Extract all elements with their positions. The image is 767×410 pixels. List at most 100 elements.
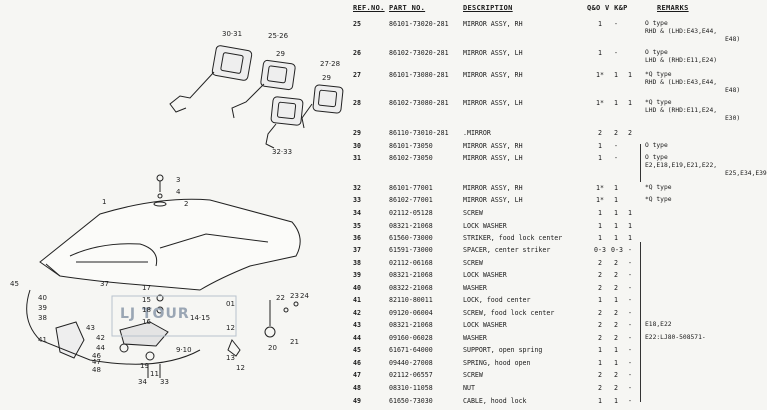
cell-ref: 39 [353, 271, 361, 279]
label-13: 13 [226, 354, 235, 362]
cell-q1: 1 [598, 209, 602, 217]
cell-pn: 86102-73080-281 [389, 99, 449, 107]
bracket-37-49 [640, 242, 641, 402]
cell-q1: 0-3 [594, 246, 606, 254]
cell-q3: - [628, 346, 632, 354]
cell-desc: SCREW [463, 371, 483, 379]
cell-desc: .MIRROR [463, 129, 491, 137]
cell-q2: 1 [614, 184, 618, 192]
cell-ref: 27 [353, 71, 361, 79]
cell-ref: 40 [353, 284, 361, 292]
cell-ref: 26 [353, 49, 361, 57]
cell-q3: 1 [628, 71, 632, 79]
parts-table: REF.NO. PART NO. DESCRIPTION Q&O V K&P R… [345, 0, 767, 410]
watermark: LJ TOUR 01 12 [111, 295, 237, 337]
cell-q3: - [628, 271, 632, 279]
cell-q1: 2 [598, 284, 602, 292]
label-21: 21 [290, 338, 299, 346]
bracket-30-33 [640, 144, 641, 182]
cell-pn: 61671-64000 [389, 346, 433, 354]
label-43: 43 [86, 324, 95, 332]
cell-q3: - [628, 321, 632, 329]
cell-pn: 02112-05128 [389, 209, 433, 217]
label-29a: 29 [276, 50, 285, 58]
label-44: 44 [96, 344, 105, 352]
cell-pn: 86101-73080-281 [389, 71, 449, 79]
cell-pn: 86110-73010-281 [389, 129, 449, 137]
label-12: 12 [236, 364, 245, 372]
cell-q3: 1 [628, 234, 632, 242]
cell-ref: 25 [353, 20, 361, 28]
cell-q3: - [628, 384, 632, 392]
cell-desc: NUT [463, 384, 475, 392]
label-38: 38 [38, 314, 47, 322]
cell-q1: 1* [596, 99, 604, 107]
cell-ref: 29 [353, 129, 361, 137]
cell-desc: MIRROR ASSY, LH [463, 49, 523, 57]
label-18: 18 [142, 306, 151, 314]
cell-q2: 2 [614, 334, 618, 342]
cell-q2: - [614, 142, 618, 150]
cell-rem2: RHD & (LHD:E43,E44, [645, 79, 718, 86]
cell-q2: 2 [614, 259, 618, 267]
label-32-33: 32·33 [272, 148, 292, 156]
cell-q2: 1 [614, 99, 618, 107]
cell-q1: 2 [598, 384, 602, 392]
label-41: 41 [38, 336, 47, 344]
cell-q2: 1 [614, 222, 618, 230]
hood-drawing [39, 198, 301, 291]
cell-desc: STRIKER, food lock center [463, 234, 563, 242]
cell-q2: 1 [614, 296, 618, 304]
cell-pn: 02112-06168 [389, 259, 433, 267]
cell-ref: 28 [353, 99, 361, 107]
cell-q1: 1 [598, 154, 602, 162]
label-2: 2 [184, 200, 188, 208]
cell-q2: 2 [614, 371, 618, 379]
cell-ref: 45 [353, 346, 361, 354]
cell-q2: - [614, 154, 618, 162]
cell-rem: O type [645, 142, 668, 149]
cell-ref: 36 [353, 234, 361, 242]
label-11: 11 [150, 370, 159, 378]
cell-q3: 2 [628, 129, 632, 137]
label-47: 47 [92, 358, 101, 366]
label-48: 48 [92, 366, 101, 374]
label-40: 40 [38, 294, 47, 302]
cell-desc: SCREW [463, 209, 483, 217]
cell-q1: 1 [598, 142, 602, 150]
cell-q3: - [628, 371, 632, 379]
cell-rem: *Q type [645, 184, 672, 191]
cell-q1: 2 [598, 334, 602, 342]
cell-desc: SPRING, hood open [463, 359, 531, 367]
label-37: 37 [100, 280, 109, 288]
watermark-num1: 01 [226, 300, 235, 308]
label-45: 45 [10, 280, 19, 288]
cell-rem: O type [645, 49, 668, 56]
cell-rem2: E2,E18,E19,E21,E22, [645, 162, 718, 169]
cell-pn: 08321-21068 [389, 321, 433, 329]
cell-q1: 2 [598, 259, 602, 267]
cell-desc: LOCK, food center [463, 296, 531, 304]
cell-q3: - [628, 309, 632, 317]
cell-ref: 48 [353, 384, 361, 392]
cell-desc: SPACER, center striker [463, 246, 551, 254]
label-14-15: 14·15 [190, 314, 210, 322]
label-22: 22 [276, 294, 285, 302]
label-27-28: 27·28 [320, 60, 340, 68]
cell-q1: 1 [598, 20, 602, 28]
cell-desc: MIRROR ASSY, RH [463, 142, 523, 150]
cell-rem2: LHD & (RHD:E11,E24) [645, 57, 718, 64]
